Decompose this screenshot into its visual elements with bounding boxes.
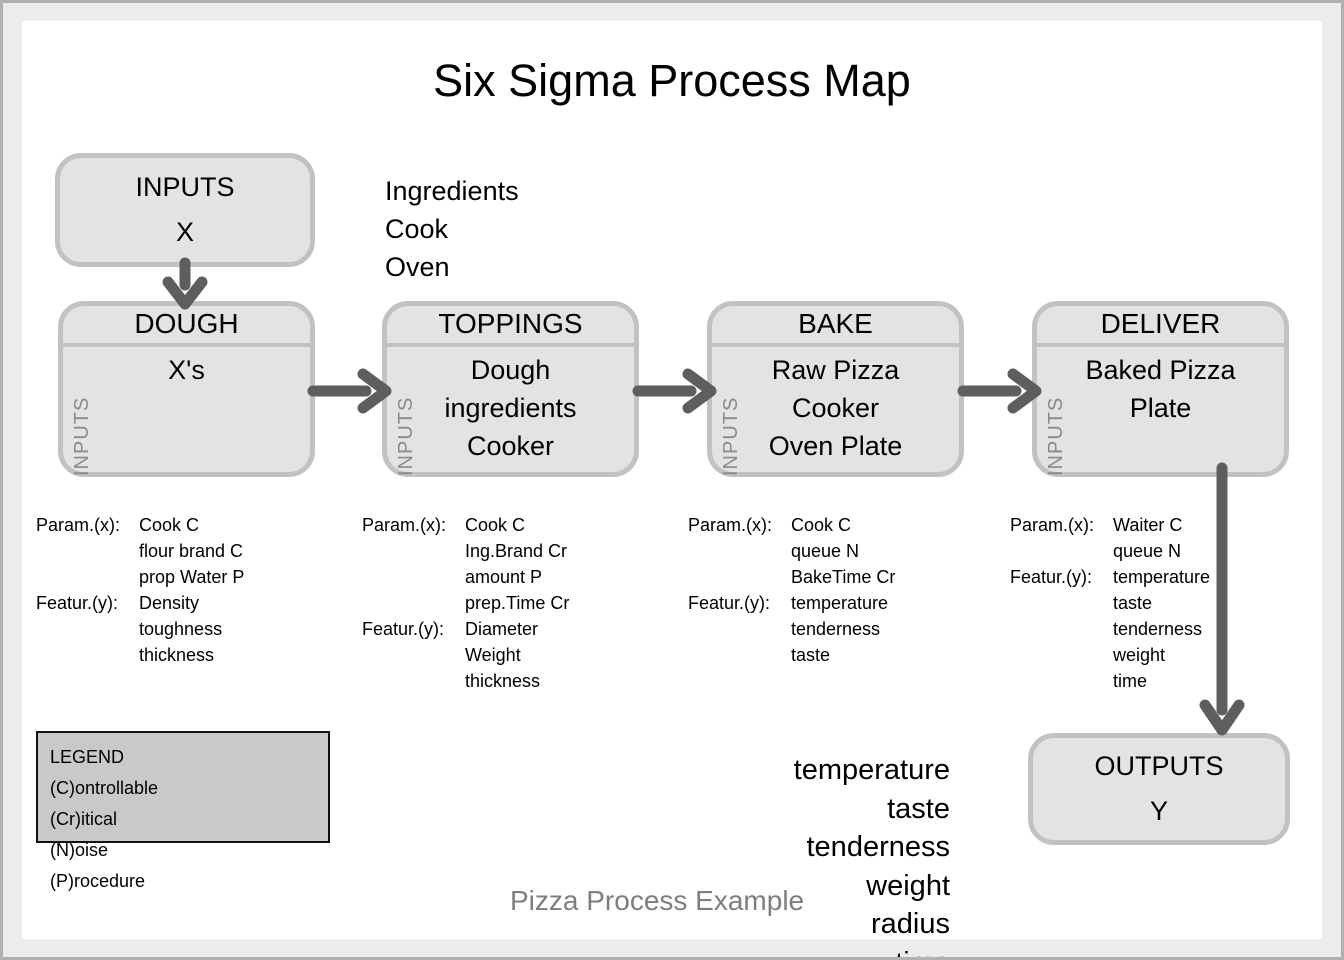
param-list-deliver: Param.(x): Waiter C queue N Featur.(y): … — [1010, 512, 1325, 694]
stage-box-bake: BAKE Raw Pizza Cooker Oven Plate INPUTS — [707, 301, 964, 477]
stage-body: Baked Pizza Plate — [1085, 355, 1236, 423]
features-values: Density toughness thickness — [139, 593, 223, 665]
inputs-box-title: INPUTS — [135, 172, 235, 202]
params-values: Cook C flour brand C prop Water P — [139, 515, 245, 587]
legend-title: LEGEND — [50, 747, 125, 767]
stage-title: DOUGH — [63, 306, 310, 347]
input-summary-list: Ingredients Cook Oven — [385, 176, 519, 282]
outputs-box-title: OUTPUTS — [1094, 751, 1224, 781]
params-label: Param.(x): — [688, 515, 773, 535]
stage-body: Raw Pizza Cooker Oven Plate — [768, 355, 903, 461]
features-values: temperature taste tenderness weight time — [1113, 567, 1211, 691]
params-values: Cook C queue N BakeTime Cr — [791, 515, 896, 587]
stage-box-deliver: DELIVER Baked Pizza Plate INPUTS — [1032, 301, 1289, 477]
stage-side-label: INPUTS — [1045, 396, 1067, 476]
stage-side-label: INPUTS — [71, 396, 93, 476]
inputs-box: INPUTS X — [55, 153, 315, 267]
params-label: Param.(x): — [36, 515, 121, 535]
features-label: Featur.(y): — [1010, 567, 1093, 587]
stage-title: DELIVER — [1037, 306, 1284, 347]
params-values: Waiter C queue N — [1113, 515, 1183, 561]
outputs-box-symbol: Y — [1149, 796, 1168, 826]
output-variables-list: temperature taste tenderness weight radi… — [793, 754, 950, 960]
legend-box — [36, 731, 330, 843]
stage-box-dough: DOUGH X's INPUTS — [58, 301, 315, 477]
param-list-dough: Param.(x): Cook C flour brand C prop Wat… — [36, 512, 351, 668]
stage-side-label: INPUTS — [395, 396, 417, 476]
outputs-box: OUTPUTS Y — [1028, 733, 1290, 845]
features-values: temperature tenderness taste — [791, 593, 889, 665]
features-label: Featur.(y): — [36, 593, 119, 613]
caption: Pizza Process Example — [510, 885, 805, 916]
param-list-toppings: Param.(x): Cook C Ing.Brand Cr amount P … — [362, 512, 677, 694]
params-label: Param.(x): — [1010, 515, 1095, 535]
stage-title: TOPPINGS — [387, 306, 634, 347]
legend: LEGEND (C)ontrollable (Cr)itical (N)oise… — [50, 742, 158, 897]
features-label: Featur.(y): — [688, 593, 771, 613]
legend-items: (C)ontrollable (Cr)itical (N)oise (P)roc… — [50, 778, 159, 891]
features-label: Featur.(y): — [362, 619, 445, 639]
stage-side-label: INPUTS — [720, 396, 742, 476]
params-values: Cook C Ing.Brand Cr amount P prep.Time C… — [465, 515, 570, 613]
stage-title: BAKE — [712, 306, 959, 347]
page-title: Six Sigma Process Map — [433, 55, 911, 106]
params-label: Param.(x): — [362, 515, 447, 535]
features-values: Diameter Weight thickness — [465, 619, 541, 691]
stage-box-toppings: TOPPINGS Dough ingredients Cooker INPUTS — [382, 301, 639, 477]
stage-body: X's — [168, 355, 205, 385]
stage-body: Dough ingredients Cooker — [444, 355, 577, 461]
inputs-box-symbol: X — [175, 217, 194, 247]
param-list-bake: Param.(x): Cook C queue N BakeTime Cr Fe… — [688, 512, 1003, 668]
